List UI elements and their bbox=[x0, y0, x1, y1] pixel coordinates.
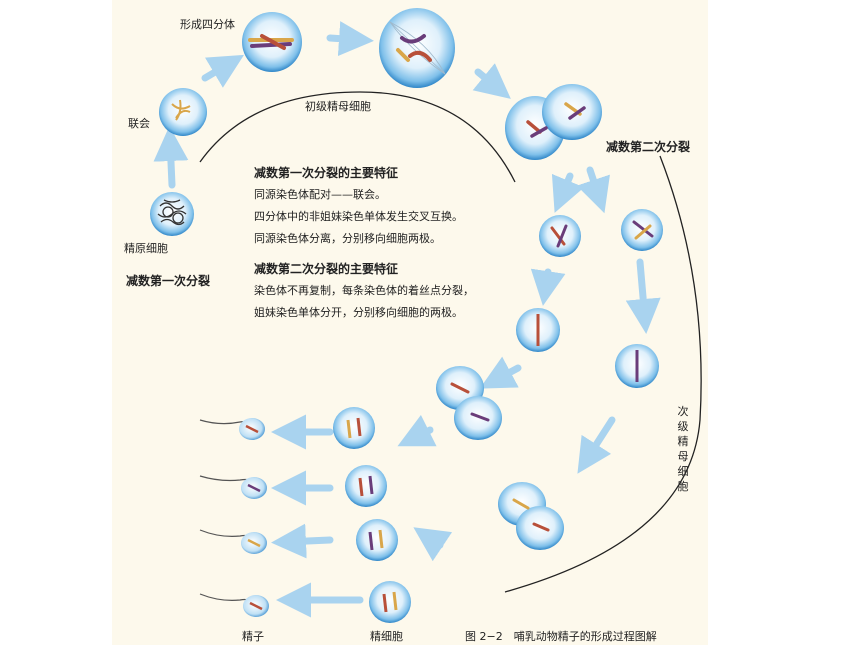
arrow bbox=[479, 356, 522, 389]
label-primary-spermatocyte: 初级精母细胞 bbox=[305, 100, 371, 113]
spermatid-cell bbox=[345, 465, 387, 507]
meiosis-one-notes: 减数第一次分裂的主要特征 同源染色体配对——联会。 四分体中的非姐妹染色单体发生… bbox=[254, 162, 463, 250]
secondary-spermatocyte-cell bbox=[539, 215, 581, 257]
label-meiosis-one: 减数第一次分裂 bbox=[126, 274, 211, 288]
sperm-cell bbox=[199, 529, 267, 554]
label-meiosis-two: 减数第二次分裂 bbox=[606, 140, 691, 154]
arrow bbox=[326, 21, 374, 57]
arrow bbox=[530, 268, 566, 306]
label-synapsis: 联会 bbox=[128, 117, 150, 130]
figure-caption: 图 2−2 哺乳动物精子的形成过程图解 bbox=[465, 630, 657, 643]
arrow bbox=[472, 63, 511, 99]
tetrad-cell bbox=[242, 12, 302, 72]
sperm-cell bbox=[199, 593, 269, 617]
spermatid-cell bbox=[356, 519, 398, 561]
meiosis-one-note-line: 四分体中的非姐妹染色单体发生交叉互换。 bbox=[254, 210, 463, 223]
meiosis-one-note-line: 同源染色体配对——联会。 bbox=[254, 188, 386, 201]
meiosis-two-note-line: 姐妹染色单体分开，分别移向细胞的两极。 bbox=[254, 306, 463, 319]
label-spermatid: 精细胞 bbox=[370, 630, 403, 643]
meiosis-one-notes-heading: 减数第一次分裂的主要特征 bbox=[254, 166, 399, 180]
anaphase-two-cell bbox=[436, 366, 502, 440]
label-tetrad: 形成四分体 bbox=[180, 18, 235, 31]
primary-spermatocyte-cell bbox=[379, 8, 455, 88]
flow-arrows bbox=[153, 21, 661, 618]
synapsis-cell bbox=[159, 88, 207, 136]
sperm-cell bbox=[199, 418, 265, 440]
meiosis-two-notes-heading: 减数第二次分裂的主要特征 bbox=[254, 262, 399, 276]
sperm-cell bbox=[199, 475, 267, 499]
arrow bbox=[201, 54, 245, 88]
arrow bbox=[397, 414, 437, 447]
meiosis-two-boundary-arc bbox=[504, 155, 702, 593]
meiosis-one-note-line: 同源染色体分离，分别移向细胞两极。 bbox=[254, 232, 441, 245]
label-secondary-spermatocyte: 次级精母细胞 bbox=[677, 405, 689, 493]
anaphase-two-cell bbox=[498, 482, 564, 550]
dividing-primary-cell bbox=[505, 84, 602, 160]
spermatogonium-cell bbox=[150, 192, 194, 236]
spermatid-cell bbox=[333, 407, 375, 449]
arrow bbox=[153, 126, 189, 189]
arrow bbox=[271, 523, 334, 559]
figure-panel bbox=[112, 0, 708, 645]
metaphase-two-cell bbox=[615, 344, 659, 388]
meiosis-two-notes: 减数第二次分裂的主要特征 染色体不再复制，每条染色体的着丝点分裂， 姐妹染色单体… bbox=[254, 258, 474, 324]
arrow bbox=[551, 172, 585, 213]
spermatid-cell bbox=[369, 581, 411, 623]
metaphase-two-cell bbox=[516, 308, 560, 352]
arrow bbox=[576, 166, 610, 214]
arrow bbox=[625, 258, 661, 334]
label-sperm: 精子 bbox=[242, 630, 264, 643]
arrow bbox=[577, 416, 616, 474]
meiosis-one-boundary-arc bbox=[199, 91, 516, 183]
arrow bbox=[413, 527, 453, 562]
meiosis-two-note-line: 染色体不再复制，每条染色体的着丝点分裂， bbox=[254, 284, 474, 297]
secondary-spermatocyte-cell bbox=[621, 209, 663, 251]
label-spermatogonium: 精原细胞 bbox=[124, 242, 168, 255]
